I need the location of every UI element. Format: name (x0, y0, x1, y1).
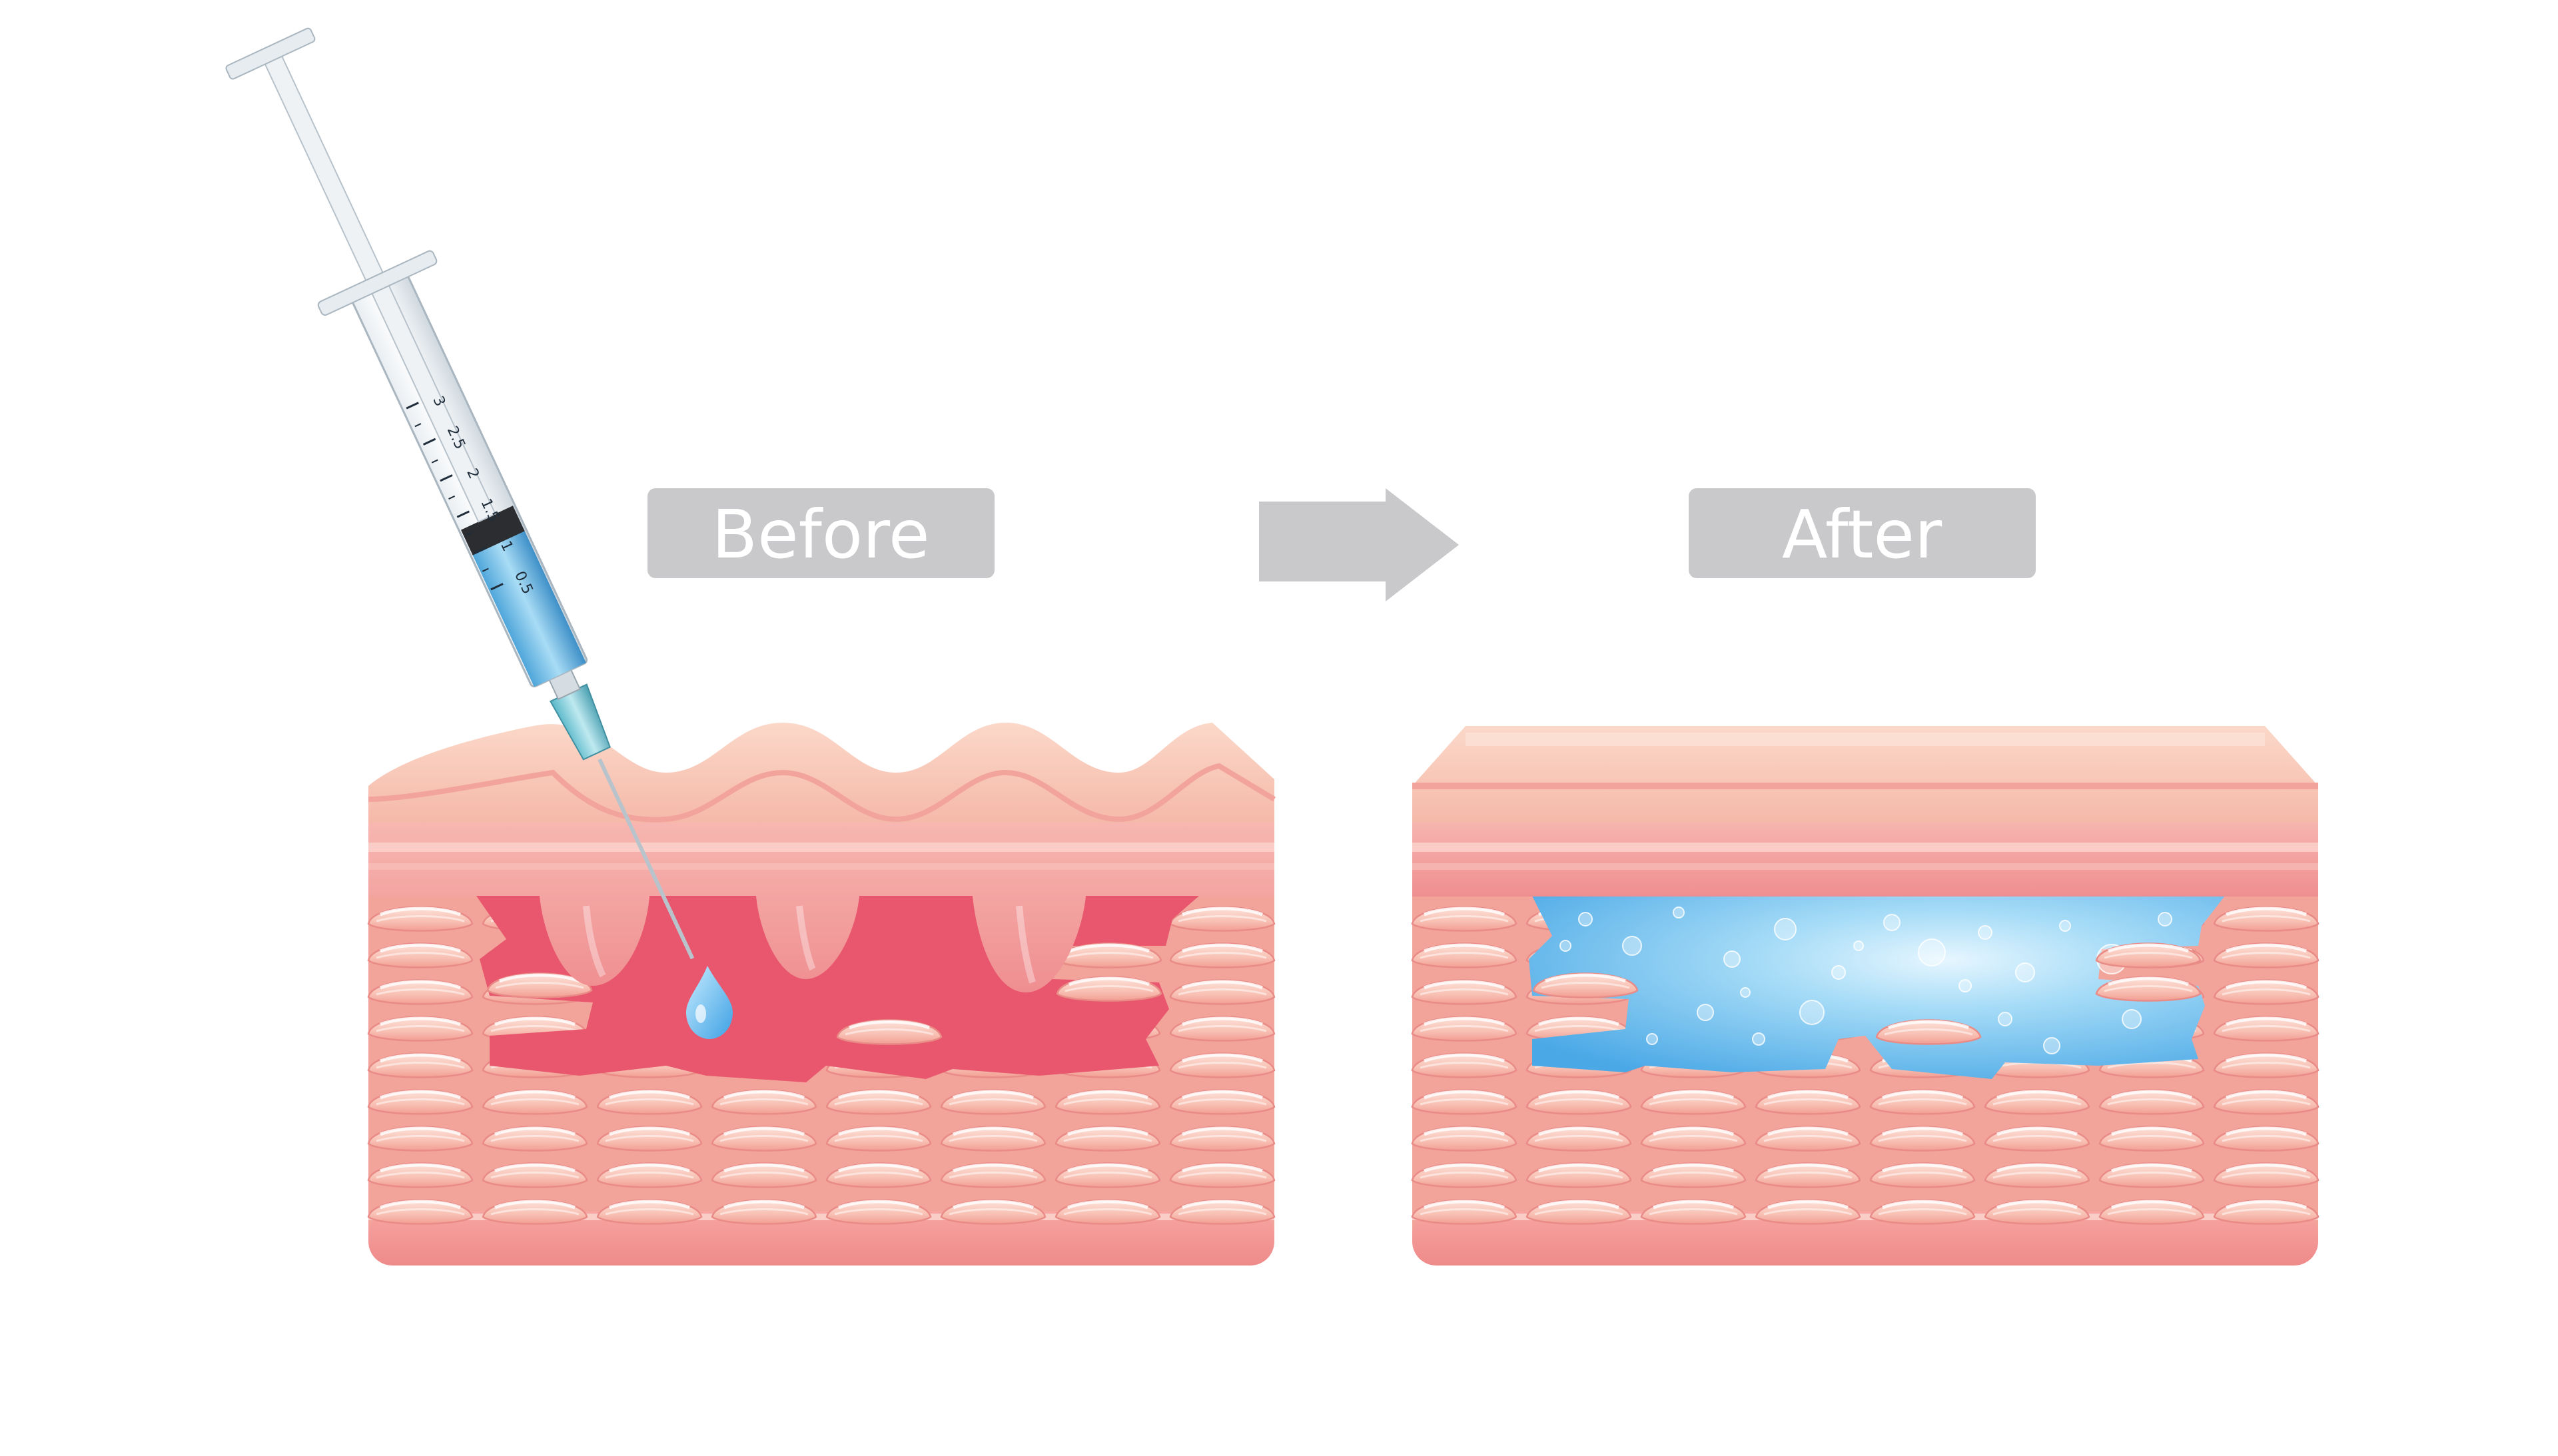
syringe-hub (549, 683, 611, 761)
after-bottom-band (1412, 1211, 2318, 1266)
syringe: 3 2.5 2 1.5 1 0.5 (225, 27, 695, 960)
before-bottom-band (368, 1211, 1274, 1266)
filler-bubble (1774, 918, 1797, 940)
filler-bubble (1958, 979, 1972, 992)
filler-bubble (2043, 1037, 2060, 1054)
filler-bubble (2122, 1009, 2142, 1029)
after-filler-volume (1529, 896, 2225, 1079)
after-dermal-band (1412, 818, 2318, 897)
before-label-bg (647, 488, 995, 578)
syringe-liquid (472, 530, 586, 687)
filler-bubble (1998, 1012, 2012, 1026)
filler-bubble (1578, 912, 1593, 926)
filler-bubble (1978, 925, 1992, 940)
before-label-text: Before (712, 496, 930, 573)
filler-bubble (1622, 936, 1642, 956)
after-skin-panel (1412, 726, 2318, 1266)
syringe-thumb-rest (225, 27, 316, 80)
filler-bubble (1853, 940, 1864, 951)
filler-bubble (2015, 962, 2035, 982)
before-label: Before (647, 488, 995, 578)
filler-bubble (1740, 987, 1751, 998)
after-label-text: After (1782, 496, 1942, 573)
filler-bubble (1697, 1004, 1714, 1021)
filler-bubble (1646, 1033, 1658, 1045)
before-dermal-band (368, 819, 1274, 992)
syringe-needle (598, 758, 695, 960)
after-epidermis (1412, 726, 2318, 823)
filler-bubble (1673, 907, 1685, 918)
filler-bubble (1559, 940, 1571, 952)
filler-bubble (1752, 1032, 1765, 1046)
filler-bubble (1883, 914, 1901, 931)
filler-bubble (2059, 920, 2071, 932)
syringe-plunger-tip (460, 506, 525, 555)
filler-bubble (2158, 912, 2172, 926)
syringe-flange (317, 250, 438, 316)
before-epidermis (368, 723, 1274, 823)
transition-arrow-shape (1259, 488, 1459, 601)
after-label: After (1689, 488, 2036, 578)
filler-bubble (1918, 938, 1946, 966)
after-label-bg (1689, 488, 2036, 578)
filler-bubble (1799, 1000, 1825, 1025)
before-skin-panel (368, 723, 1274, 1266)
filler-bubble (1831, 965, 1846, 980)
filler-bubble (1723, 950, 1741, 968)
